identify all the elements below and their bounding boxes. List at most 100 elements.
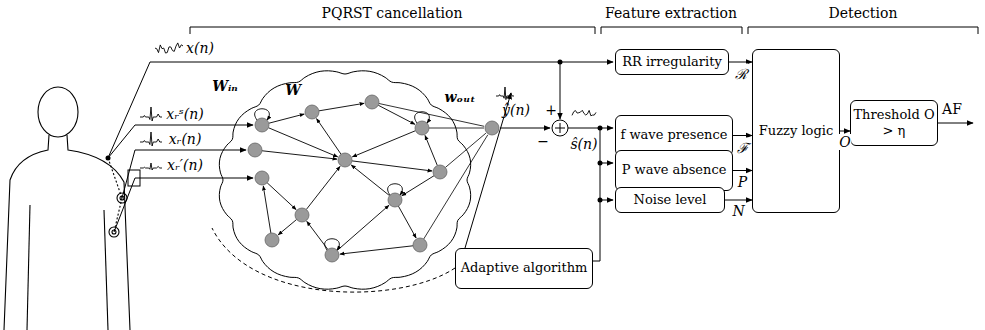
drawing-stroke xyxy=(190,27,595,34)
process-box: Threshold O > η xyxy=(850,100,938,146)
drawing-stroke xyxy=(415,121,429,135)
drawing-stroke xyxy=(140,132,162,146)
drawing-stroke xyxy=(268,128,337,157)
signal-name: xᵣˢ(n) xyxy=(166,106,203,122)
drawing-stroke xyxy=(278,219,296,234)
signal-name: xᵣ(n) xyxy=(169,131,202,147)
box-text: P wave absence xyxy=(620,162,729,178)
signal-name: ŝ(n) xyxy=(570,136,597,152)
process-box: P wave absence xyxy=(615,150,733,191)
drawing-stroke xyxy=(568,128,613,129)
connector-arrow xyxy=(840,131,850,132)
connector-arrow xyxy=(725,200,752,201)
connector-arrow xyxy=(733,170,752,171)
drawing-stroke xyxy=(108,62,613,158)
signal-symbol: N xyxy=(731,203,745,219)
drawing-stroke xyxy=(425,135,437,165)
drawing-stroke xyxy=(128,170,140,186)
connector-arrow xyxy=(729,62,752,63)
drawing-stroke xyxy=(212,93,973,292)
weight-name: Wᵢₙ xyxy=(212,78,237,94)
box-text: Adaptive algorithm xyxy=(459,260,590,276)
drawing-stroke xyxy=(351,165,389,196)
drawing-stroke xyxy=(398,206,416,238)
process-box: RR irregularity xyxy=(615,49,729,75)
output-name: AF xyxy=(942,101,962,117)
drawing-stroke xyxy=(4,135,49,330)
drawing-stroke xyxy=(108,158,122,198)
drawing-stroke xyxy=(155,43,183,53)
signal-name: ŷ(n) xyxy=(502,102,530,118)
drawing-stroke xyxy=(496,87,514,100)
drawing-stroke xyxy=(255,118,269,132)
signal-symbol: P xyxy=(737,174,748,190)
drawing-stroke xyxy=(552,120,568,136)
process-box: Noise level xyxy=(615,187,725,213)
drawing-stroke xyxy=(598,198,603,203)
drawing-stroke xyxy=(378,105,415,124)
drawing-stroke xyxy=(325,248,339,262)
drawing-stroke xyxy=(104,210,108,330)
signal-symbol: ℱ xyxy=(736,137,750,156)
drawing-stroke xyxy=(402,176,434,196)
signal-symbol: O xyxy=(838,134,851,150)
drawing-stroke xyxy=(122,150,246,198)
process-box: Fuzzy logic xyxy=(752,49,840,213)
drawing-stroke xyxy=(352,161,432,171)
section-heading: PQRST cancellation xyxy=(322,5,463,21)
drawing-stroke xyxy=(429,128,484,129)
drawing-stroke xyxy=(38,87,78,137)
drawing-stroke xyxy=(572,110,596,115)
drawing-stroke xyxy=(598,126,603,131)
drawing-stroke xyxy=(108,62,613,232)
drawing-stroke xyxy=(340,246,413,254)
signal-name: xᵣ′(n) xyxy=(167,157,203,173)
drawing-stroke xyxy=(140,163,162,170)
drawing-stroke xyxy=(27,205,30,330)
drawing-stroke xyxy=(352,131,415,157)
drawing-stroke xyxy=(379,103,484,126)
drawing-stroke xyxy=(255,171,269,185)
drawing-stroke xyxy=(263,186,271,233)
box-text: RR irregularity xyxy=(620,54,724,70)
drawing-stroke xyxy=(190,27,978,34)
drawing-stroke xyxy=(305,105,319,119)
drawing-stroke xyxy=(67,135,130,330)
drawing-stroke xyxy=(413,238,427,252)
drawing-stroke xyxy=(269,114,304,123)
drawing-stroke xyxy=(424,135,488,239)
drawing-stroke xyxy=(317,119,342,155)
reservoir-cloud xyxy=(219,71,470,289)
box-text: Noise level xyxy=(632,192,709,208)
drawing-stroke xyxy=(433,165,447,179)
sign-symbol: − xyxy=(537,133,549,149)
drawing-stroke xyxy=(140,43,596,170)
drawing-stroke xyxy=(319,103,364,111)
drawing-stroke xyxy=(600,128,601,261)
section-heading: Feature extraction xyxy=(605,5,737,21)
box-text: Fuzzy logic xyxy=(757,123,835,139)
box-text: Threshold O > η xyxy=(851,107,937,140)
drawing-stroke xyxy=(748,27,978,34)
drawing-stroke xyxy=(485,121,499,135)
signal-name: x(n) xyxy=(186,40,214,56)
drawing-stroke xyxy=(365,95,379,109)
drawing-stroke xyxy=(295,208,309,222)
drawing-stroke xyxy=(140,107,162,121)
drawing-stroke xyxy=(338,153,352,167)
connector-arrow xyxy=(733,135,752,136)
process-box: Adaptive algorithm xyxy=(455,248,593,289)
drawing-stroke xyxy=(265,233,279,247)
drawing-stroke xyxy=(560,62,561,119)
drawing-stroke xyxy=(267,183,296,210)
drawing-stroke xyxy=(388,193,402,207)
drawing-stroke xyxy=(337,205,389,250)
section-heading: Detection xyxy=(829,5,898,21)
drawing-stroke xyxy=(500,128,550,129)
drawing-stroke xyxy=(4,87,130,330)
drawing-stroke xyxy=(212,228,455,292)
drawing-stroke xyxy=(558,60,563,65)
